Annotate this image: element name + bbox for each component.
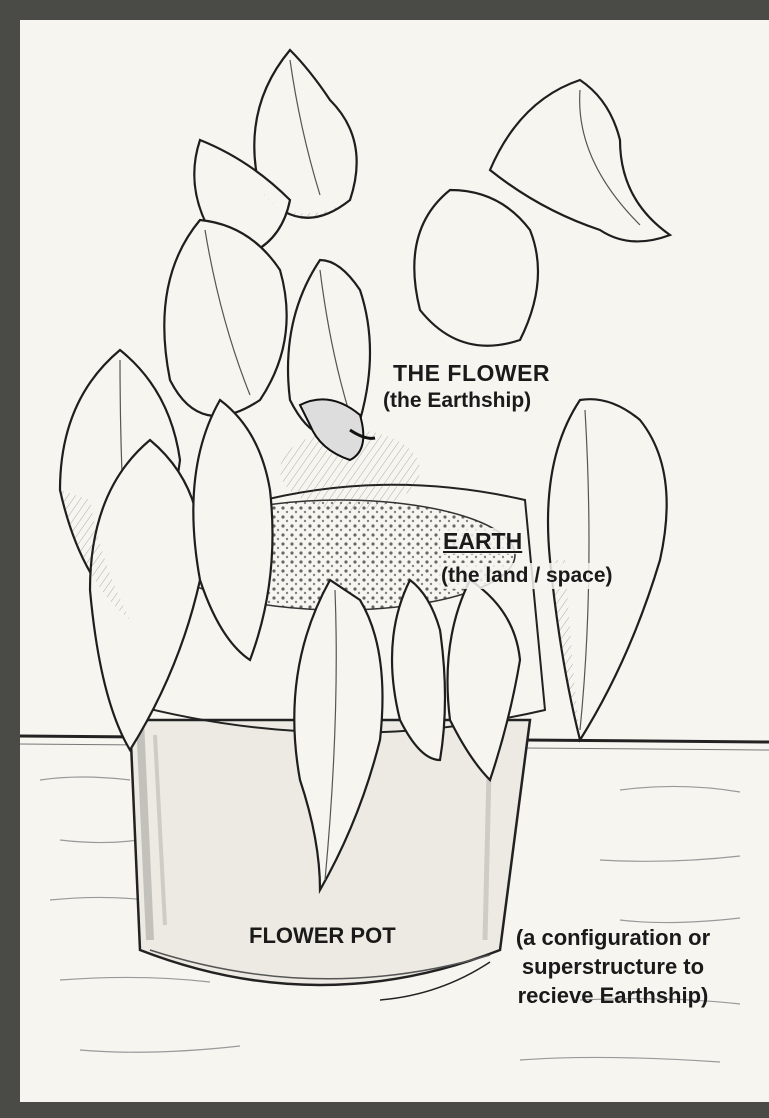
earth-sublabel: (the land / space) — [438, 563, 616, 589]
flower-label: THE FLOWER — [390, 360, 553, 386]
illustration-paper: THE FLOWER (the Earthship) EARTH (the la… — [20, 20, 769, 1102]
earth-label: EARTH — [440, 528, 525, 554]
flower-sublabel: (the Earthship) — [380, 388, 534, 414]
pot-desc-line: superstructure to — [468, 952, 758, 981]
flower-pot-label: FLOWER POT — [246, 923, 399, 949]
pot-desc-line: (a configuration or — [468, 923, 758, 952]
pot-desc-line: recieve Earthship) — [468, 981, 758, 1010]
flower-pot-description: (a configuration or superstructure to re… — [468, 923, 758, 1010]
